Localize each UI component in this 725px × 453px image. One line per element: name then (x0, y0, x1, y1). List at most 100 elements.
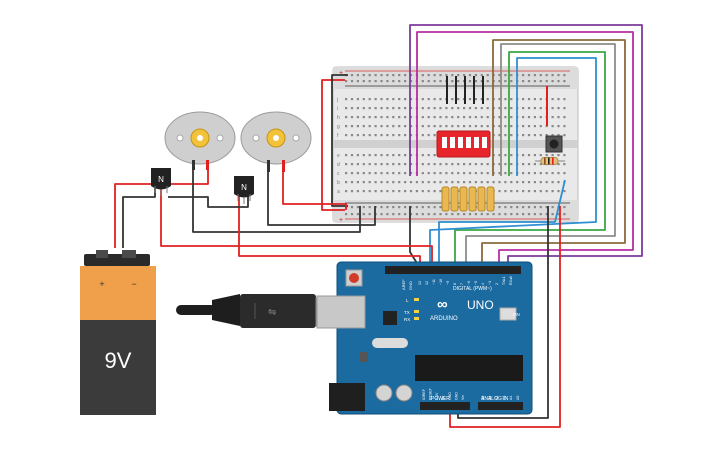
breadboard-hole (545, 172, 548, 175)
infinity-logo-icon: ∞ (437, 296, 448, 313)
rx-led-label: RX (404, 317, 410, 322)
breadboard-hole (527, 190, 531, 193)
breadboard-hole (350, 116, 354, 119)
breadboard-hole (527, 98, 531, 101)
breadboard-hole (522, 80, 525, 83)
breadboard-hole (522, 172, 525, 175)
breadboard-hole (445, 74, 448, 77)
breadboard-hole (533, 190, 536, 193)
breadboard-hole (345, 80, 348, 83)
breadboard-hole (350, 206, 354, 209)
digital-header (385, 266, 521, 274)
breadboard-hole (474, 125, 477, 128)
arduino-uno: ∞ UNO ARDUINO DIGITAL (PWM~) POWER ANALO… (316, 261, 533, 415)
power-label: POWER (431, 396, 450, 402)
breadboard-hole (409, 181, 413, 184)
wire-brown (481, 39, 626, 268)
breadboard-hole (457, 98, 460, 101)
breadboard-hole (522, 213, 525, 216)
breadboard-hole (533, 154, 536, 157)
breadboard-hole (421, 107, 424, 110)
breadboard-hole (433, 98, 436, 101)
breadboard-hole (433, 125, 436, 128)
breadboard-hole (451, 181, 454, 184)
breadboard-hole (522, 181, 525, 184)
breadboard-hole (551, 116, 554, 119)
usb-jack (316, 295, 366, 329)
breadboard-hole (551, 80, 554, 83)
breadboard-hole (392, 181, 395, 184)
breadboard-hole (404, 163, 407, 166)
pin-label: 3.3V (435, 392, 439, 400)
push-button[interactable] (545, 135, 563, 153)
atmega-chip (415, 355, 523, 381)
breadboard-hole (409, 213, 413, 216)
breadboard-hole (551, 107, 554, 110)
breadboard-hole (527, 206, 531, 209)
breadboard-hole (533, 134, 536, 137)
power-header (420, 402, 470, 410)
breadboard-hole (386, 116, 389, 119)
breadboard-hole (404, 154, 407, 157)
breadboard-hole (480, 80, 483, 83)
breadboard-hole (362, 190, 365, 193)
pin-label: A3 (502, 396, 506, 400)
breadboard-hole (468, 213, 472, 216)
breadboard-hole (368, 98, 371, 101)
pin-label: 5V (442, 395, 446, 400)
row-letter: j (336, 97, 338, 103)
pin-label: ~10 (439, 279, 443, 285)
breadboard-hole (510, 74, 513, 77)
breadboard-hole (527, 181, 531, 184)
pin-label: ~6 (467, 281, 471, 285)
rail-plus-label-bottom: + (339, 217, 343, 224)
breadboard-hole (533, 163, 536, 166)
breadboard-hole (445, 172, 448, 175)
row-letter: g (337, 124, 340, 130)
dip-switch[interactable] (436, 130, 491, 158)
breadboard-hole (504, 74, 507, 77)
reset-button[interactable] (349, 273, 359, 283)
breadboard-hole (404, 80, 407, 83)
breadboard-hole (468, 74, 472, 77)
breadboard-hole (409, 125, 413, 128)
capacitor-1 (375, 384, 393, 402)
wire-grey (465, 43, 616, 268)
breadboard-hole (510, 116, 513, 119)
breadboard-hole (380, 80, 383, 83)
battery-plus: + (99, 279, 104, 289)
usb-icon: ⇋ (268, 307, 276, 318)
breadboard-hole (350, 74, 354, 77)
breadboard-hole (557, 134, 560, 137)
breadboard-hole (516, 181, 519, 184)
breadboard-hole (345, 172, 348, 175)
breadboard-hole (409, 134, 413, 137)
breadboard-hole (392, 134, 395, 137)
breadboard-hole (345, 154, 348, 157)
transistor-2: N (234, 176, 254, 204)
breadboard-hole (362, 154, 365, 157)
breadboard-hole (522, 190, 525, 193)
breadboard-hole (522, 98, 525, 101)
breadboard-hole (527, 74, 531, 77)
breadboard-hole (468, 125, 472, 128)
pin-label: ~3 (488, 281, 492, 285)
breadboard-hole (522, 74, 525, 77)
breadboard-hole (545, 134, 548, 137)
breadboard-hole (439, 172, 442, 175)
breadboard-hole (557, 163, 560, 166)
breadboard-hole (498, 172, 501, 175)
breadboard-hole (350, 154, 354, 157)
breadboard-hole (356, 163, 359, 166)
breadboard-hole (480, 116, 483, 119)
transistor-label: N (158, 175, 164, 184)
breadboard-hole (522, 134, 525, 137)
breadboard-hole (463, 163, 466, 166)
breadboard-hole (563, 98, 566, 101)
breadboard-hole (504, 116, 507, 119)
breadboard-hole (345, 190, 348, 193)
breadboard-hole (421, 134, 424, 137)
breadboard-hole (492, 181, 495, 184)
breadboard-hole (421, 125, 424, 128)
